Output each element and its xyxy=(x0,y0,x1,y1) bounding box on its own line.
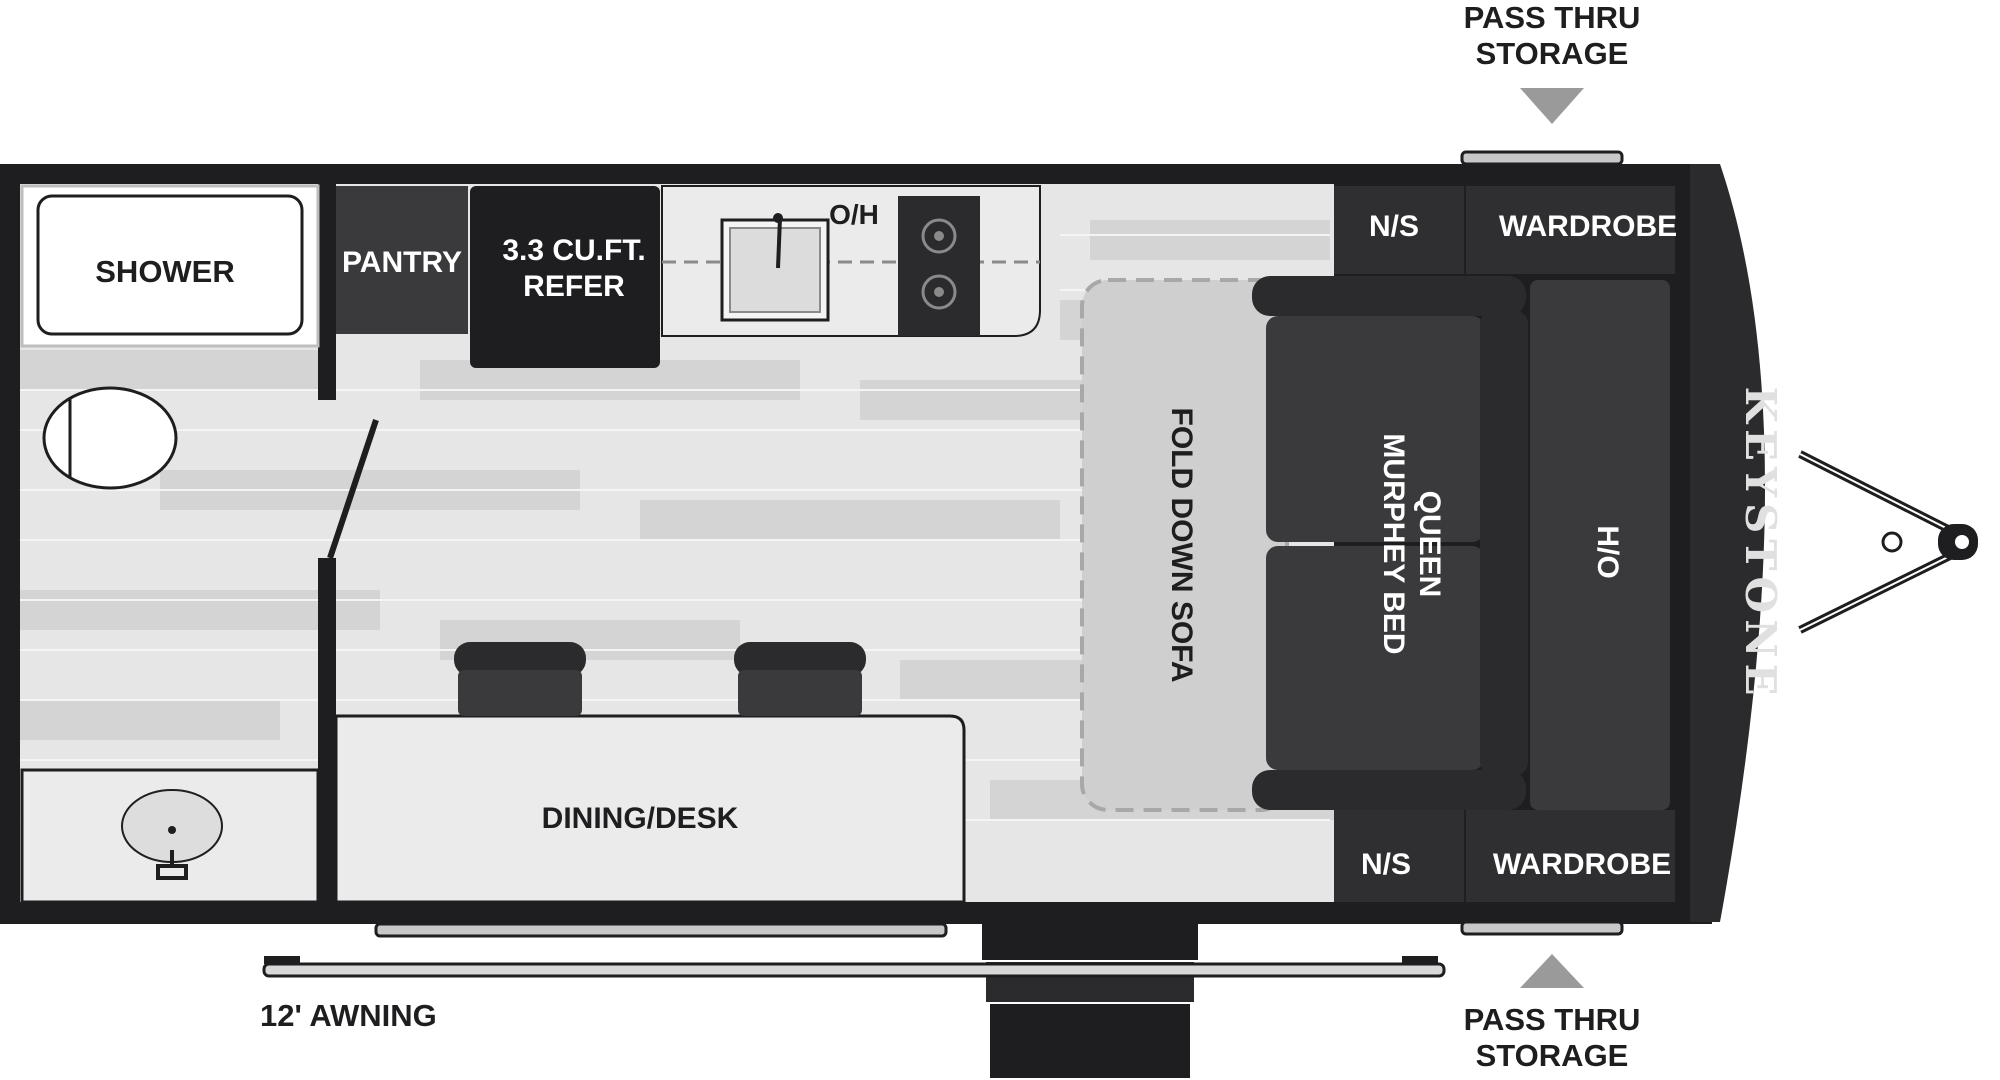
wardrobe-bottom-label: WARDROBE xyxy=(1493,848,1671,881)
dining-chair xyxy=(454,642,586,716)
entry-steps xyxy=(982,924,1198,1078)
pass-thru-bottom-line2: STORAGE xyxy=(1476,1038,1629,1073)
coupler-icon xyxy=(1938,524,1978,560)
kitchen-sink xyxy=(720,213,830,322)
bath-sink xyxy=(121,789,223,880)
pass-thru-top-line1: PASS THRU xyxy=(1464,0,1641,35)
refrigerator xyxy=(470,186,660,368)
oh-kitchen-label: O/H xyxy=(829,199,879,230)
pass-thru-door-bottom xyxy=(1460,920,1624,936)
pass-thru-bottom-line1: PASS THRU xyxy=(1464,1002,1641,1037)
oh-front-label: H/O xyxy=(1591,525,1624,578)
refer-label-line1: 3.3 CU.FT. xyxy=(502,234,645,267)
wardrobe-bottom xyxy=(1466,810,1675,902)
pass-thru-top-line2: STORAGE xyxy=(1476,36,1629,71)
fold-down-sofa-label: FOLD DOWN SOFA xyxy=(1165,408,1198,683)
ns-bottom-label: N/S xyxy=(1361,848,1411,881)
bath-wall-top xyxy=(318,184,336,400)
cooktop xyxy=(898,196,980,336)
front-cap xyxy=(1690,164,1765,922)
dining-desk xyxy=(334,714,966,904)
toilet xyxy=(42,386,178,490)
murphy-bed xyxy=(1252,276,1528,810)
overhead-cabinet-front xyxy=(1530,280,1670,810)
dining-desk-label: DINING/DESK xyxy=(542,802,739,835)
murphy-label-line2: MURPHEY BED xyxy=(1377,433,1410,654)
ns-top-label: N/S xyxy=(1369,210,1419,243)
bath-wall-bottom xyxy=(318,558,336,902)
entry-door xyxy=(374,922,948,938)
shower-inner xyxy=(36,194,304,336)
pass-thru-door-top xyxy=(1460,150,1624,166)
wardrobe-top-label: WARDROBE xyxy=(1499,210,1677,243)
pass-thru-arrow-bottom xyxy=(1520,954,1584,988)
hitch-a-frame-inner xyxy=(1799,453,1951,631)
floor-planks xyxy=(20,220,1340,820)
pantry-label: PANTRY xyxy=(342,246,462,279)
nightstand-top xyxy=(1334,186,1464,274)
hitch-a-frame xyxy=(1798,450,1952,634)
jack-icon xyxy=(1881,531,1903,553)
pass-thru-arrow-top xyxy=(1520,88,1584,124)
murphy-label-line1: QUEEN xyxy=(1413,491,1446,598)
shower-label: SHOWER xyxy=(95,254,235,289)
awning-label: 12' AWNING xyxy=(260,998,437,1033)
awning-rail xyxy=(262,956,1446,978)
brand-logo: KEYSTONE xyxy=(1736,386,1785,701)
pantry xyxy=(336,186,468,334)
fold-down-sofa xyxy=(1080,278,1289,812)
wardrobe-top xyxy=(1466,186,1675,274)
nightstand-bottom xyxy=(1334,810,1464,902)
refer-label-line2: REFER xyxy=(523,270,625,303)
dining-chair xyxy=(734,642,866,716)
bath-door xyxy=(327,419,379,559)
